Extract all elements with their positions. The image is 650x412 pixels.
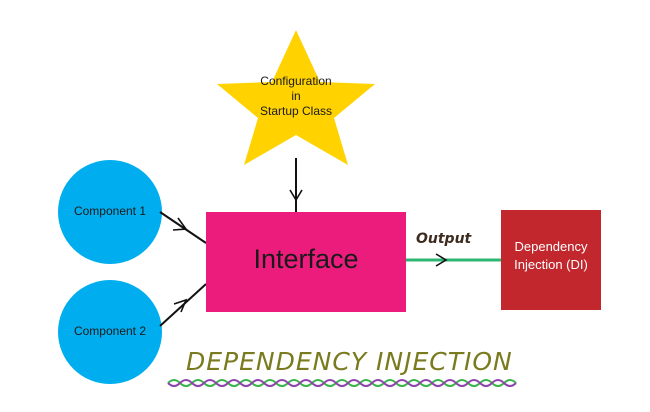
component-1-arrow-line (159, 211, 207, 244)
component-2-label: Component 2 (73, 324, 147, 338)
component-1-arrowhead (172, 217, 188, 231)
configuration-star (217, 30, 375, 165)
di-label-line-2: Injection (DI) (514, 257, 588, 273)
component-1-circle (58, 160, 162, 264)
component-1-label: Component 1 (73, 204, 147, 218)
component-2-arrowhead (173, 298, 188, 313)
diagram-title: DEPENDENCY INJECTION (186, 347, 513, 376)
interface-box (206, 212, 406, 312)
star-label-line-1: Configuration (260, 74, 332, 88)
di-label: Dependency Injection (DI) (501, 238, 601, 274)
component-2-arrow-line (159, 283, 207, 327)
star-label: Configuration in Startup Class (236, 74, 356, 119)
component-2-circle (58, 280, 162, 384)
star-label-line-3: Startup Class (259, 104, 333, 118)
star-label-line-2: in (291, 89, 301, 103)
output-label: Output (416, 231, 472, 247)
interface-label: Interface (253, 244, 359, 274)
di-box (501, 210, 601, 310)
title-wave-green (167, 379, 517, 387)
title-wave-purple (167, 379, 517, 387)
di-label-line-1: Dependency (514, 239, 588, 254)
config-arrowhead (289, 189, 303, 202)
output-arrowhead (435, 253, 448, 267)
